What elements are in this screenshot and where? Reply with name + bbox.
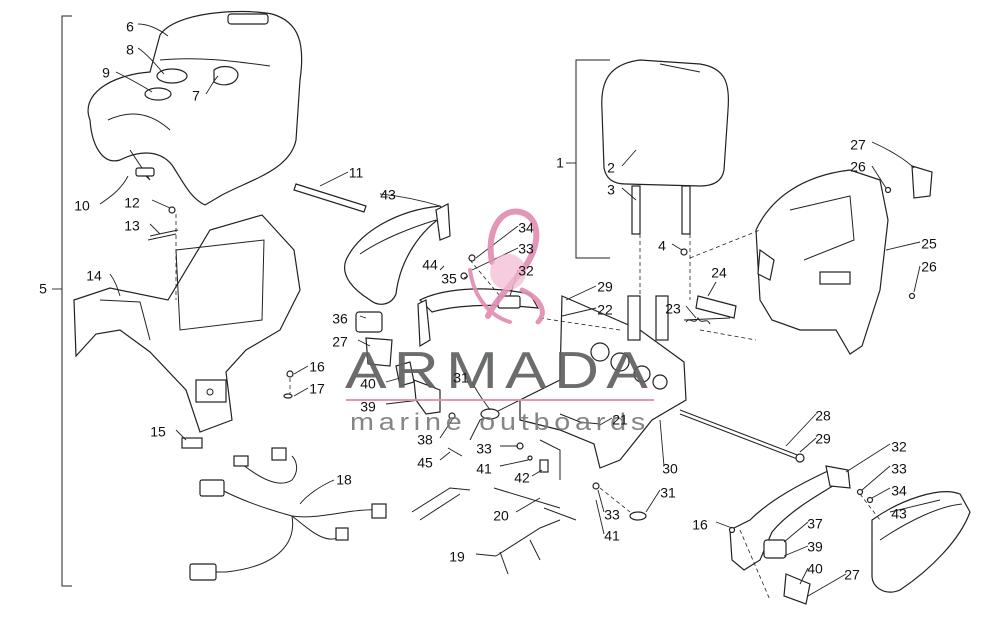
callout-c16b: 16 xyxy=(692,517,708,533)
wiring-harness-part xyxy=(189,447,387,581)
callout-c20: 20 xyxy=(493,508,509,524)
callout-c19: 19 xyxy=(449,549,465,565)
callout-c10: 10 xyxy=(74,198,90,214)
callout-c34b: 34 xyxy=(891,483,907,499)
callout-c21: 21 xyxy=(612,412,628,428)
hardware-part-right xyxy=(592,482,874,534)
callout-c8: 8 xyxy=(126,42,134,58)
callout-c2: 2 xyxy=(607,160,615,176)
screw-part-16-17 xyxy=(283,370,294,399)
seat-logo-pad-8 xyxy=(156,68,188,84)
backrest-part xyxy=(601,59,730,256)
callout-c35: 35 xyxy=(441,271,457,287)
callout-c12: 12 xyxy=(124,195,140,211)
callout-c31a: 31 xyxy=(453,370,469,386)
callout-c14: 14 xyxy=(86,268,102,284)
callout-c26b: 26 xyxy=(921,259,937,275)
callout-c27a: 27 xyxy=(332,334,348,350)
spring-bracket-part-19-20 xyxy=(411,487,577,575)
callout-c17: 17 xyxy=(309,381,325,397)
callout-c29b: 29 xyxy=(815,431,831,447)
callout-c41b: 41 xyxy=(604,528,620,544)
seat-logo-pad-9 xyxy=(144,87,172,101)
watermark: ARMADA marine outboards xyxy=(345,208,655,436)
leader-lines xyxy=(99,23,941,597)
callout-c7: 7 xyxy=(192,88,200,104)
callout-c26a: 26 xyxy=(850,159,866,175)
callout-c3: 3 xyxy=(607,182,615,198)
callout-c28: 28 xyxy=(815,408,831,424)
callout-c29a: 29 xyxy=(597,279,613,295)
callout-c40b: 40 xyxy=(807,561,823,577)
callout-c33b: 33 xyxy=(476,441,492,457)
callout-c36: 36 xyxy=(332,311,348,327)
callout-c23: 23 xyxy=(665,301,681,317)
callout-c27b: 27 xyxy=(850,137,866,153)
pin-part-12-13 xyxy=(147,206,179,241)
hand-guard-left-part xyxy=(344,203,451,305)
callout-c16a: 16 xyxy=(309,359,325,375)
callout-c25: 25 xyxy=(921,236,937,252)
callout-c9: 9 xyxy=(102,65,110,81)
bracket-part-24-23 xyxy=(683,295,737,325)
shaft-part-28-29 xyxy=(679,409,805,463)
group-bracket-1 xyxy=(566,59,610,259)
callout-c13: 13 xyxy=(124,218,140,234)
hardware-part-left xyxy=(447,408,601,473)
callout-c32b: 32 xyxy=(891,439,907,455)
callout-c4: 4 xyxy=(658,238,666,254)
callout-c32a: 32 xyxy=(518,263,534,279)
callout-c24: 24 xyxy=(711,265,727,281)
callout-c15: 15 xyxy=(150,424,166,440)
callout-c43a: 43 xyxy=(380,187,396,203)
callout-c6: 6 xyxy=(126,19,134,35)
clip-15 xyxy=(181,437,203,449)
callout-c38: 38 xyxy=(417,432,433,448)
seat-emblem-7 xyxy=(213,65,239,86)
callout-c11: 11 xyxy=(349,165,364,181)
callout-c33c: 33 xyxy=(604,507,620,523)
handlebar-right-part xyxy=(729,465,851,605)
callout-c45: 45 xyxy=(417,455,433,471)
main-frame-part xyxy=(469,295,687,480)
callout-c42: 42 xyxy=(514,470,530,486)
callout-c33a: 33 xyxy=(518,241,534,257)
watermark-tagline: marine outboards xyxy=(350,409,650,436)
callout-c37: 37 xyxy=(807,516,823,532)
callout-c30: 30 xyxy=(662,461,678,477)
callout-c27c: 27 xyxy=(844,567,860,583)
latch-part-27 xyxy=(911,165,933,199)
callout-c44: 44 xyxy=(422,257,438,273)
group-bracket-5 xyxy=(52,15,72,587)
callout-c33d: 33 xyxy=(891,461,907,477)
callout-c40a: 40 xyxy=(360,376,376,392)
callout-c18: 18 xyxy=(336,472,352,488)
callout-c5: 5 xyxy=(39,281,47,297)
callout-c1: 1 xyxy=(556,155,564,171)
callout-c31b: 31 xyxy=(660,485,676,501)
watermark-logo xyxy=(468,208,545,325)
callout-c41a: 41 xyxy=(476,461,492,477)
seat-base-part xyxy=(73,214,301,449)
callout-c22: 22 xyxy=(597,302,613,318)
watermark-brand: ARMADA xyxy=(345,342,655,400)
callout-c43b: 43 xyxy=(891,506,907,522)
hand-guard-right-part xyxy=(871,491,971,593)
callout-c34a: 34 xyxy=(518,220,534,236)
bracket-part-36-27-40-39 xyxy=(355,311,441,415)
callout-c39b: 39 xyxy=(807,539,823,555)
assembly-lines xyxy=(175,214,881,601)
callout-c39a: 39 xyxy=(360,399,376,415)
strap-part-11 xyxy=(293,183,367,213)
rear-cover-part xyxy=(755,165,933,355)
seat-part xyxy=(87,10,303,206)
